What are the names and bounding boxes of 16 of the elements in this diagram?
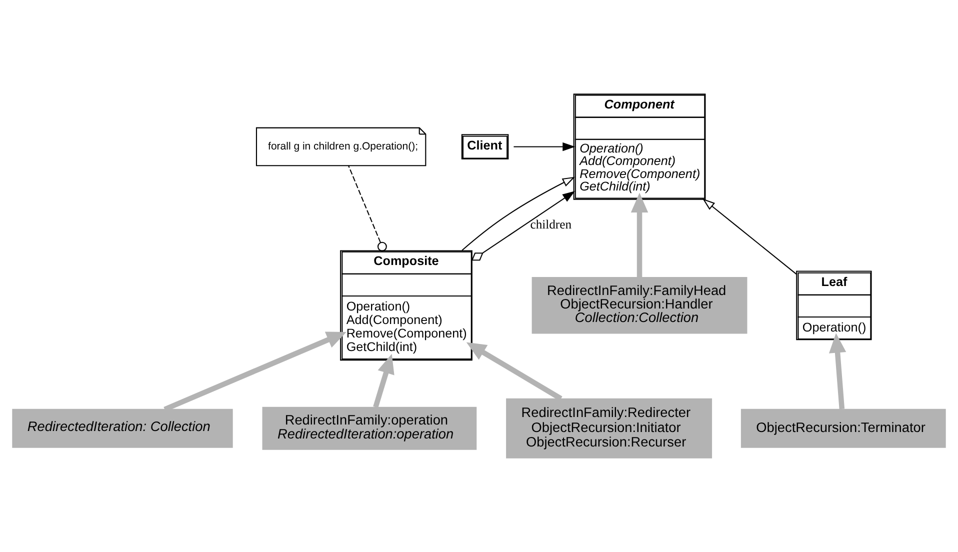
node-box: RedirectInFamily:FamilyHead ObjectRecursion:Handler Collection:Collection — [532, 277, 748, 334]
arrow — [514, 142, 576, 152]
arrow — [828, 333, 846, 410]
arrow — [702, 198, 797, 275]
node-box: RedirectInFamily:operation RedirectedIteration:operation — [262, 406, 477, 450]
arrow — [630, 192, 648, 278]
arrow — [164, 332, 346, 412]
connector — [348, 166, 387, 252]
arrow — [373, 354, 394, 408]
edge-label: children — [530, 217, 572, 232]
node-box: RedirectInFamily:Redirecter ObjectRecursion:Initiator ObjectRecursion:Recurser — [506, 398, 712, 458]
node-box: ObjectRecursion:Terminator — [740, 408, 946, 448]
arrow — [471, 191, 576, 261]
arrow — [466, 342, 562, 401]
node-box: RedirectedIteration: Collection — [12, 408, 233, 448]
arrow — [462, 176, 576, 251]
